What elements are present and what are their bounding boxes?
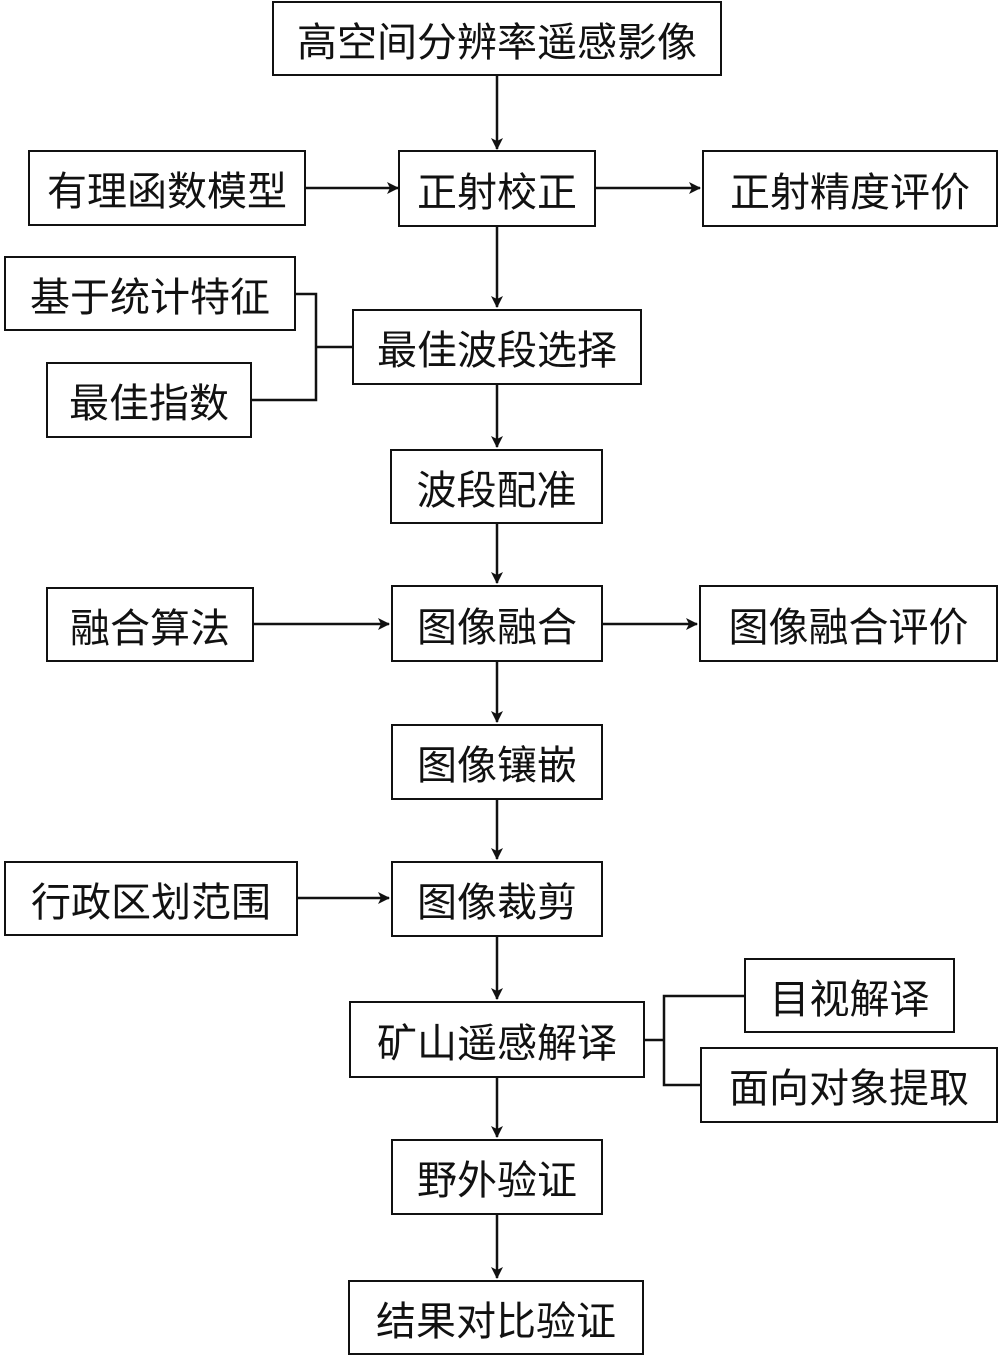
node-image-mosaic: 图像镶嵌: [391, 724, 603, 800]
node-fusion-algorithm: 融合算法: [46, 587, 254, 662]
node-admin-boundary: 行政区划范围: [4, 861, 298, 936]
node-rational-function-model: 有理函数模型: [28, 150, 306, 226]
node-result-comparison: 结果对比验证: [348, 1280, 644, 1355]
node-statistical-features: 基于统计特征: [4, 256, 296, 331]
node-band-registration: 波段配准: [390, 449, 603, 524]
node-field-verification: 野外验证: [391, 1139, 603, 1215]
node-ortho-accuracy-eval: 正射精度评价: [702, 150, 998, 227]
node-band-selection: 最佳波段选择: [352, 309, 642, 385]
node-fusion-eval: 图像融合评价: [699, 585, 998, 662]
node-optimal-index: 最佳指数: [46, 362, 252, 438]
node-source-image: 高空间分辨率遥感影像: [272, 1, 722, 76]
node-image-fusion: 图像融合: [391, 585, 603, 662]
node-mine-interpretation: 矿山遥感解译: [349, 1001, 645, 1078]
node-image-clipping: 图像裁剪: [391, 861, 603, 937]
node-object-oriented-extraction: 面向对象提取: [700, 1047, 998, 1123]
node-visual-interpretation: 目视解译: [744, 958, 955, 1033]
node-ortho-correction: 正射校正: [398, 150, 596, 227]
